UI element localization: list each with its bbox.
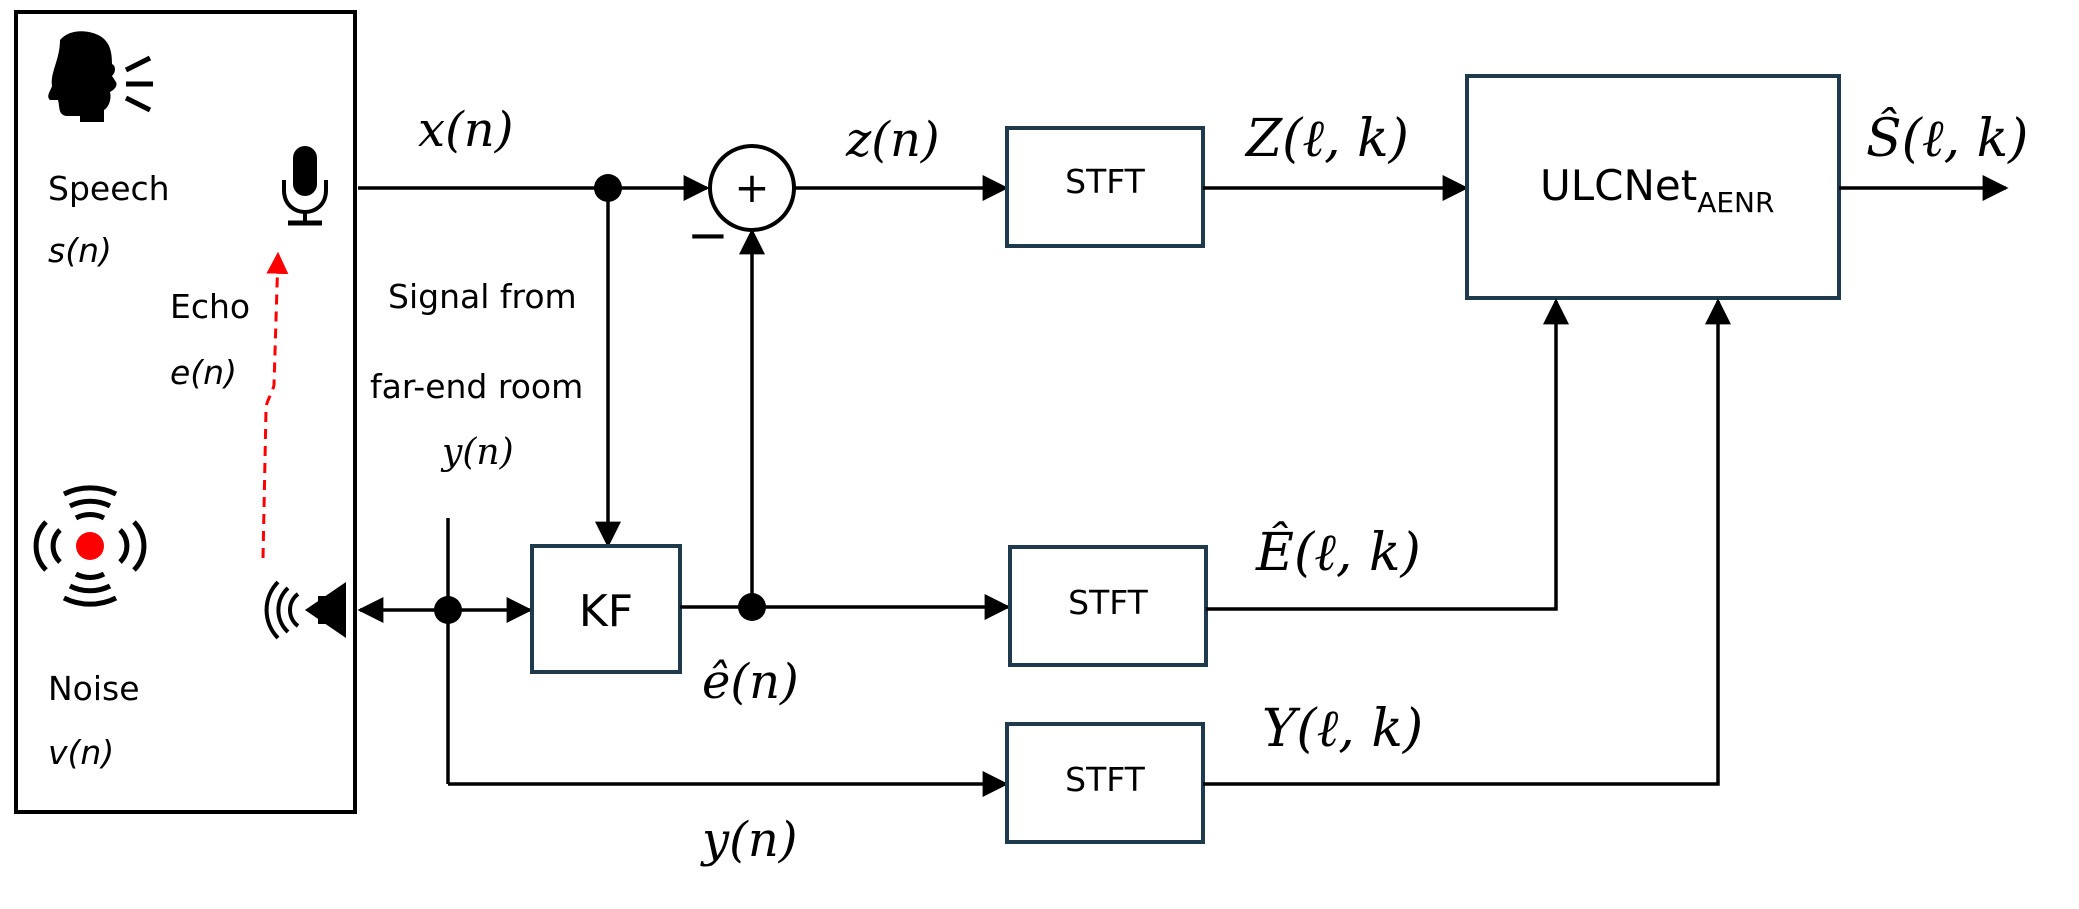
- stft-middle-label: STFT: [1068, 583, 1149, 622]
- Z-spectrum-label: Z(ℓ, k): [1244, 109, 1409, 169]
- ulcnet-main-text: ULCNet: [1540, 161, 1697, 210]
- Y-spectrum-label: Y(ℓ, k): [1262, 699, 1423, 759]
- noise-label: Noise: [48, 669, 140, 708]
- kf-label: KF: [579, 586, 633, 637]
- stft-top-label: STFT: [1065, 162, 1146, 201]
- x-signal-label: x(n): [418, 102, 513, 158]
- loudspeaker-icon: [264, 580, 346, 640]
- ulcnet-label: ULCNetAENR: [1540, 161, 1774, 219]
- E-hat-spectrum-line: [1206, 298, 1569, 611]
- stft-bottom-label: STFT: [1065, 760, 1146, 799]
- echo-signal: e(n): [170, 353, 237, 392]
- far-end-label-line1: Signal from: [388, 277, 577, 316]
- summer-plus-sign: +: [734, 163, 769, 212]
- stft-block-middle: [1008, 545, 1208, 667]
- summer-minus-sign: −: [687, 206, 729, 264]
- speech-signal: s(n): [48, 231, 112, 270]
- speaking-head-icon: [48, 31, 153, 123]
- E-hat-spectrum-label: Ê(ℓ, k): [1255, 521, 1421, 583]
- Y-spectrum-line: [1203, 298, 1731, 786]
- e-hat-signal-label: ê(n): [702, 654, 799, 710]
- kf-block: [530, 544, 682, 674]
- noise-signal: v(n): [48, 733, 114, 772]
- far-end-label-line2: far-end room: [370, 367, 583, 406]
- z-signal-label: z(n): [845, 112, 940, 168]
- far-end-signal: y(n): [440, 432, 514, 473]
- y-junction-dot: [434, 596, 462, 624]
- near-end-room-box: [14, 10, 357, 814]
- microphone-icon: [282, 146, 328, 226]
- echo-label: Echo: [170, 287, 250, 326]
- ulcnet-subscript: AENR: [1697, 186, 1774, 219]
- echo-path-arrow: [261, 251, 289, 559]
- y-bottom-signal-label: y(n): [700, 812, 797, 868]
- S-hat-output-label: Ŝ(ℓ, k): [1866, 107, 2028, 169]
- noise-source-icon: [33, 485, 147, 607]
- speech-label: Speech: [48, 169, 170, 208]
